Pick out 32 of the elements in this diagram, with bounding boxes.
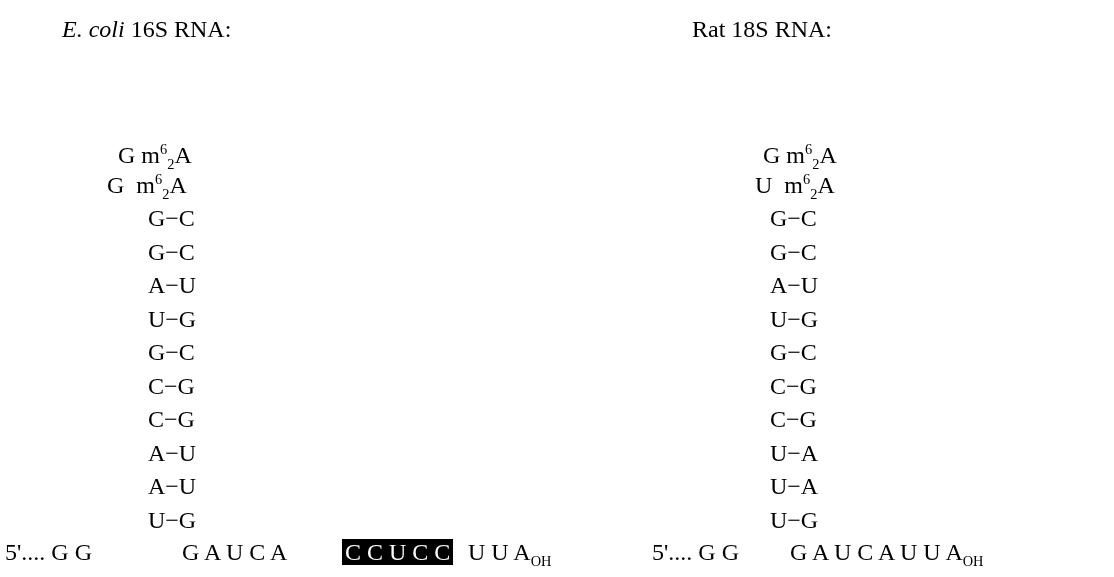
base-pair: A−U — [770, 272, 819, 299]
nucleotide-pair-label: G m$^{6}$$_{2}$A — [107, 172, 187, 203]
base-pair: G−C — [770, 205, 817, 232]
base-pair: C−G — [770, 372, 817, 399]
sequence-text: U U A$_{OH}$ — [468, 539, 552, 570]
base-pair: U−A — [770, 439, 819, 466]
nucleotide-pair-label: G m$^{6}$$_{2}$A — [118, 142, 192, 173]
base-pair: U−G — [770, 506, 819, 533]
sequence-text: 5'.... G G — [5, 539, 92, 566]
base-pair: G−C — [770, 238, 817, 265]
nucleotide-pair-label: G m$^{6}$$_{2}$A — [763, 142, 837, 173]
base-pair: U−G — [770, 305, 819, 332]
sequence-text: 5'.... G G — [652, 539, 739, 566]
base-pair: A−U — [148, 272, 197, 299]
base-pair: U−G — [148, 506, 197, 533]
sequence-text: G A U C A — [182, 539, 288, 566]
base-pair: U−A — [770, 473, 819, 500]
base-pair: A−U — [148, 439, 197, 466]
heading: E. coli 16S RNA: — [62, 16, 232, 43]
highlighted-sequence: C C U C C — [342, 539, 454, 566]
base-pair: G−C — [148, 205, 195, 232]
base-pair: G−C — [770, 339, 817, 366]
nucleotide-pair-label: U m$^{6}$$_{2}$A — [755, 172, 835, 203]
base-pair: C−G — [770, 406, 817, 433]
base-pair: A−U — [148, 473, 197, 500]
base-pair: U−G — [148, 305, 197, 332]
base-pair: G−C — [148, 339, 195, 366]
base-pair: C−G — [148, 406, 195, 433]
base-pair: G−C — [148, 238, 195, 265]
sequence-text: G A U C A U U A$_{OH}$ — [790, 539, 984, 570]
base-pair: C−G — [148, 372, 195, 399]
heading: Rat 18S RNA: — [692, 16, 832, 43]
